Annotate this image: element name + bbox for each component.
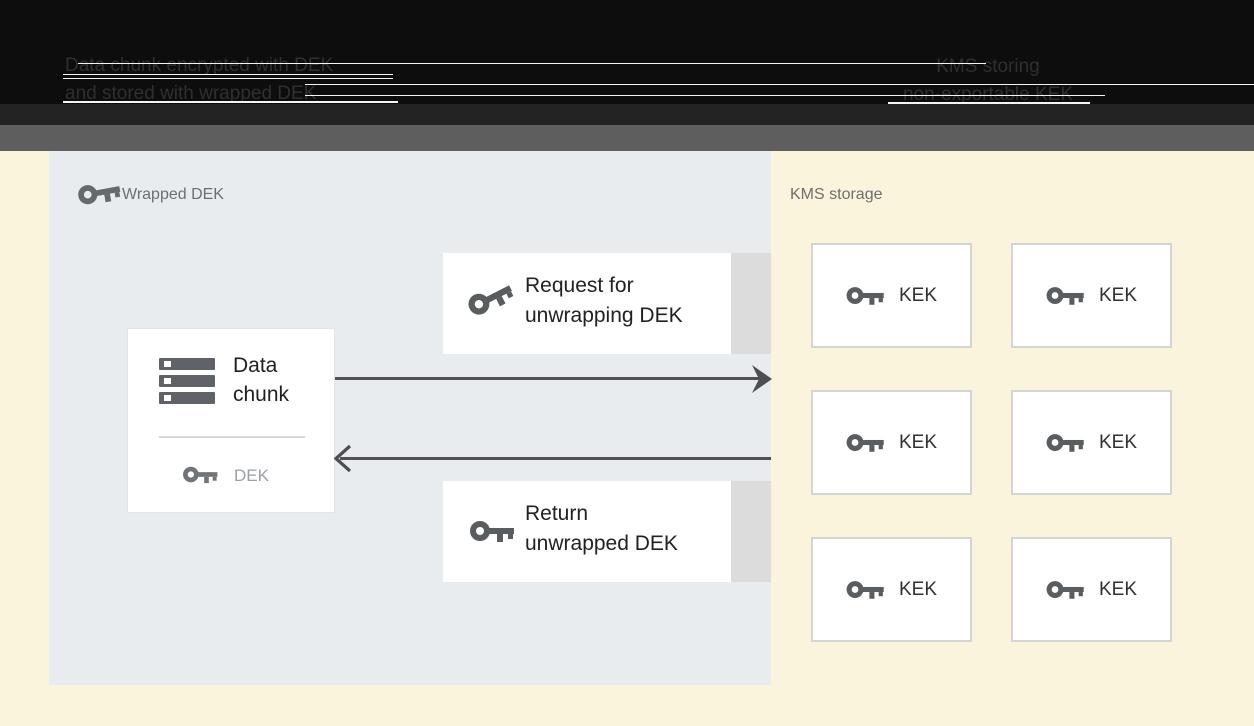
header-gray-strip [0,125,1254,151]
streak-line [305,84,1254,85]
key-icon [846,581,884,599]
return-line2: unwrapped DEK [525,532,678,555]
data-chunk-card: Data chunk DEK [127,328,335,513]
key-icon [468,285,514,315]
streak-line [63,74,393,75]
caption-kms-line2: non-exportable KEK [902,84,1074,105]
kek-card: KEK [1011,537,1172,642]
return-card-text: Return unwrapped DEK [525,499,678,559]
caption-kms: KMS storing non-exportable KEK [873,53,1103,109]
arrow-left-icon [334,444,352,473]
key-icon [78,185,121,205]
streak-line [888,102,1090,104]
request-line2: unwrapping DEK [525,304,683,327]
streak-line [63,78,393,79]
request-card-tail [731,253,771,354]
caption-kms-line1: KMS storing [936,56,1040,77]
data-chunk-title-line2: chunk [233,383,290,406]
header-band: Data chunk encrypted with DEK and stored… [0,0,1254,125]
kek-card: KEK [811,390,972,495]
caption-data-chunk: Data chunk encrypted with DEK and stored… [65,52,333,108]
arrow-left-line [340,457,771,460]
kek-label: KEK [1098,431,1138,453]
streak-line [305,95,1105,96]
data-chunk-title: Data chunk [233,351,289,409]
request-card: Request for unwrapping DEK [443,253,731,354]
return-card-tail [731,481,771,582]
dek-label: DEK [234,466,269,485]
kek-card: KEK [811,243,972,348]
request-card-text: Request for unwrapping DEK [525,271,683,331]
kek-card: KEK [1011,243,1172,348]
kms-storage-label: KMS storage [790,186,883,203]
caption-data-chunk-line2: and stored with wrapped DEK [65,83,317,104]
return-card: Return unwrapped DEK [443,481,731,582]
key-icon [470,521,514,542]
key-icon [846,287,884,305]
kek-label: KEK [898,284,938,306]
key-icon [1046,434,1084,452]
arrow-right-icon [752,365,772,393]
return-line1: Return [525,502,589,525]
streak-line [63,101,398,103]
key-icon [183,466,218,484]
header-subband [0,104,1254,125]
data-chunk-title-line1: Data [233,354,278,377]
key-icon [1046,287,1084,305]
streak-line [78,63,986,64]
key-icon [1046,581,1084,599]
kek-label: KEK [1098,578,1138,600]
kek-label: KEK [898,431,938,453]
kek-label: KEK [898,578,938,600]
key-icon [846,434,884,452]
storage-stack-icon [159,358,215,404]
wrapped-dek-label: Wrapped DEK [122,186,224,203]
kek-card: KEK [1011,390,1172,495]
request-line1: Request for [525,274,634,297]
kek-label: KEK [1098,284,1138,306]
kek-card: KEK [811,537,972,642]
card-divider [159,436,305,438]
caption-data-chunk-line1: Data chunk encrypted with DEK [65,55,334,76]
arrow-right-line [335,377,765,380]
